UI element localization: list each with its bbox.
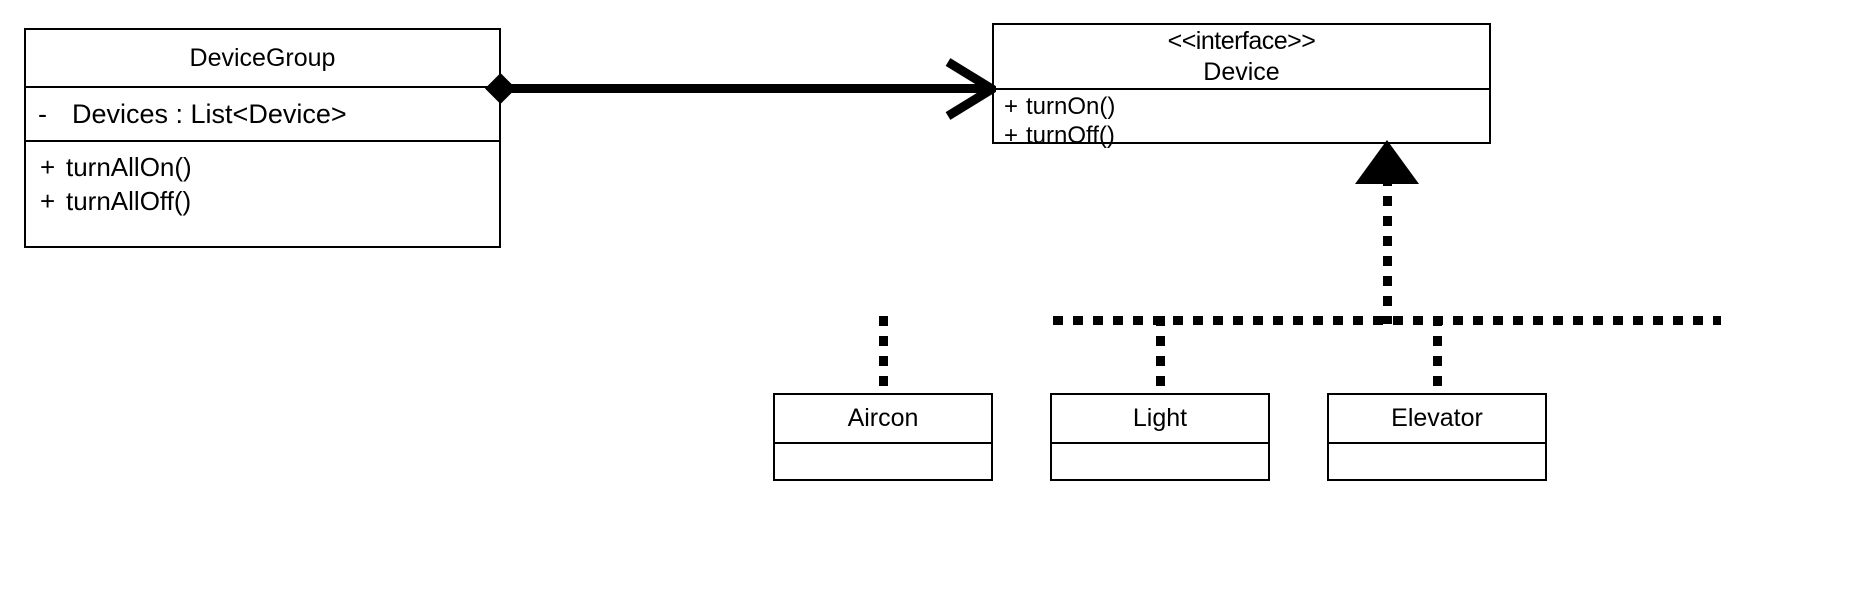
members-compartment-aircon	[775, 442, 991, 479]
method-row: + turnAllOn()	[26, 150, 499, 184]
class-name-device-group: DeviceGroup	[189, 43, 336, 72]
stereotype-label-interface: <<interface>>	[1167, 26, 1316, 55]
class-name-light: Light	[1132, 404, 1188, 432]
visibility-marker: +	[40, 152, 56, 182]
realization-stem	[1383, 176, 1392, 324]
realization-triangle-icon	[1355, 140, 1419, 184]
method-signature: turnAllOff()	[66, 186, 192, 216]
class-name-elevator: Elevator	[1391, 404, 1483, 432]
method-signature: turnOn()	[1026, 93, 1116, 120]
visibility-marker: -	[38, 99, 47, 129]
class-box-device-group[interactable]: DeviceGroup -Devices : List<Device> + tur…	[24, 28, 501, 248]
class-name-aircon: Aircon	[847, 404, 919, 432]
method-row: + turnOn()	[994, 92, 1489, 121]
visibility-marker: +	[1004, 93, 1019, 120]
realization-branch-aircon	[879, 316, 888, 396]
realization-branch-light	[1156, 316, 1165, 396]
method-row: + turnAllOff()	[26, 184, 499, 218]
class-header-elevator: Elevator	[1329, 395, 1545, 442]
class-header-light: Light	[1052, 395, 1268, 442]
attribute-signature: Devices : List<Device>	[72, 99, 347, 129]
class-box-device-interface[interactable]: <<interface>> Device + turnOn() + turnOff(…	[992, 23, 1491, 149]
open-arrowhead-icon	[945, 58, 996, 120]
class-header-aircon: Aircon	[775, 395, 991, 442]
visibility-marker: +	[40, 186, 56, 216]
method-row: + turnOff()	[994, 121, 1489, 150]
methods-compartment-device-group: + turnAllOn() + turnAllOff()	[26, 140, 499, 246]
members-compartment-light	[1052, 442, 1268, 479]
attribute-row: -Devices : List<Device>	[26, 97, 347, 131]
method-signature: turnAllOn()	[66, 152, 192, 182]
class-name-device: Device	[1203, 57, 1280, 86]
realization-bus-line	[1053, 316, 1721, 325]
attributes-compartment-device-group: -Devices : List<Device>	[26, 86, 499, 140]
composition-edge-line	[509, 84, 986, 93]
class-header-device-group: DeviceGroup	[26, 30, 499, 86]
members-compartment-elevator	[1329, 442, 1545, 479]
method-signature: turnOff()	[1026, 122, 1115, 149]
realization-branch-elevator	[1433, 316, 1442, 396]
visibility-marker: +	[1004, 122, 1019, 149]
class-box-light[interactable]: Light	[1050, 393, 1270, 481]
class-box-elevator[interactable]: Elevator	[1327, 393, 1547, 481]
class-header-device: <<interface>> Device	[994, 25, 1489, 88]
composition-diamond-icon	[485, 73, 516, 104]
class-box-aircon[interactable]: Aircon	[773, 393, 993, 481]
methods-compartment-device: + turnOn() + turnOff()	[994, 88, 1489, 149]
